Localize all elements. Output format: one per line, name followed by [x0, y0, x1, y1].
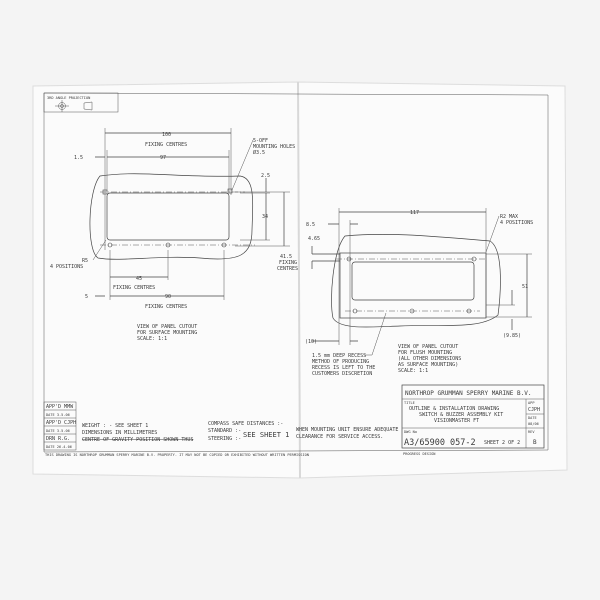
- drawing-label: WEIGHT : - SEE SHEET 1: [82, 423, 148, 429]
- drawing-label: TITLE: [404, 401, 415, 405]
- drawing-label: AS SURFACE MOUNTING): [398, 362, 458, 368]
- drawing-label: OUTLINE & INSTALLATION DRAWING: [409, 406, 499, 412]
- drawing-label: FIXING CENTRES: [145, 142, 187, 148]
- drawing-label: SCALE: 1:1: [398, 368, 428, 374]
- drawing-label: APP'D CJPH: [46, 420, 76, 426]
- drawing-label: SWITCH & BUZZER ASSEMBLY KIT: [419, 412, 503, 418]
- drawing-label: STANDARD :-: [208, 428, 241, 434]
- drawing-label: A3/65900 057-2: [404, 438, 476, 448]
- drawing-label: METHOD OF PRODUCING: [312, 359, 369, 365]
- drawing-label: 100: [162, 132, 171, 138]
- general-notes: WEIGHT : - SEE SHEET 1 DIMENSIONS IN MIL…: [45, 421, 398, 457]
- drawing-label: DATE 3.5.06: [46, 429, 70, 433]
- drawing-label: 2.5: [261, 173, 270, 179]
- projection-symbol: 3RD ANGLE PROJECTION: [43, 92, 119, 113]
- drawing-label: B: [533, 439, 537, 446]
- drawing-label: 4.65: [308, 236, 320, 242]
- drawing-label: 4 POSITIONS: [50, 264, 83, 270]
- drawing-label: THIS DRAWING IS NORTHROP GRUMMAN SPERRY …: [45, 453, 309, 457]
- drawing-label: CENTRES: [277, 266, 298, 272]
- drawing-label: CENTRE OF GRAVITY POSITION SHOWN THUS: [82, 437, 193, 443]
- drawing-label: 34: [262, 214, 268, 220]
- drawing-label: WHEN MOUNTING UNIT ENSURE ADEQUATE: [296, 427, 398, 433]
- drawing-label: APP'D MMW: [46, 404, 74, 410]
- drawing-label: COMPASS SAFE DISTANCES :-: [208, 421, 283, 427]
- drawing-label: REV: [528, 430, 535, 434]
- drawing-label: SEE SHEET 1: [243, 431, 289, 439]
- drawing-label: 5: [85, 294, 88, 300]
- drawing-label: DATE 3.5.06: [46, 413, 70, 417]
- drawing-label: R5: [82, 258, 88, 264]
- drawing-label: CLEARANCE FOR SERVICE ACCESS.: [296, 434, 383, 440]
- drawing-label: NORTHROP GRUMMAN SPERRY MARINE B.V.: [405, 390, 531, 397]
- mounting-hole: [346, 256, 477, 314]
- drawing-label: DWG No: [404, 430, 417, 434]
- drawing-label: DIMENSIONS IN MILLIMETRES: [82, 430, 157, 436]
- drawing-label: R2 MAX: [500, 214, 518, 220]
- drawing-label: FOR FLUSH MOUNTING: [398, 350, 452, 356]
- drawing-label: (10): [305, 339, 317, 345]
- drawing-label: 8.5: [306, 222, 315, 228]
- surface-mounting-view: 100 FIXING CENTRES 97 1.5 5-OFF MOUNTING…: [50, 128, 298, 342]
- drawing-label: VIEW OF PANEL CUTOUT: [398, 344, 458, 350]
- drawing-label: VISIONMASTER FT: [434, 418, 479, 424]
- drawing-label: 08/06: [528, 422, 539, 426]
- drawing-label: DATE 26.4.06: [46, 445, 72, 449]
- drawing-label: SHEET 2 OF 2: [484, 440, 520, 446]
- drawing-label: 97: [160, 155, 166, 161]
- drawing-label: FIXING: [279, 260, 297, 266]
- drawing-label: DATE: [528, 416, 537, 420]
- drawing-label: FIXING CENTRES: [145, 304, 187, 310]
- cutout-rect: [106, 192, 230, 241]
- drawing-label: FIXING CENTRES: [113, 285, 155, 291]
- drawing-label: 41.5: [280, 254, 292, 260]
- drawing-label: 3RD ANGLE PROJECTION: [47, 96, 90, 100]
- drawing-border: [43, 92, 549, 453]
- drawing-label: VIEW OF PANEL CUTOUT: [137, 324, 197, 330]
- drawing-label: 90: [165, 294, 171, 300]
- drawing-label: STEERING :-: [208, 436, 241, 442]
- unit-outline: [331, 234, 501, 328]
- drawing-label: RECESS IS LEFT TO THE: [312, 365, 375, 371]
- drawing-label: 4 POSITIONS: [500, 220, 533, 226]
- drawing-label: 45: [136, 276, 142, 282]
- cutout-rect: [351, 261, 475, 301]
- flush-mounting-view: 117 8.5 4.65 R2 MAX 4 POSITIONS 51 (9.85…: [305, 208, 533, 377]
- drawing-label: (9.85): [503, 333, 521, 339]
- page-fold: [297, 81, 301, 479]
- drawing-label: 117: [410, 210, 419, 216]
- drawing-label: CJPH: [528, 407, 540, 413]
- drawing-label: 1.5 mm DEEP RECESS: [312, 353, 366, 359]
- drawing-label: DRN R.G.: [46, 436, 70, 442]
- drawing-label: PROGRESS DESIGN: [403, 452, 435, 456]
- approval-block: APP'D MMW DATE 3.5.06 APP'D CJPH DATE 3.…: [43, 401, 77, 451]
- drawing-label: SCALE: 1:1: [137, 336, 167, 342]
- drawing-label: Ø3.5: [253, 149, 265, 156]
- drawing-label: FOR SURFACE MOUNTING: [137, 330, 197, 336]
- drawing-label: 5-OFF: [253, 138, 268, 144]
- drawing-label: 51: [522, 284, 528, 290]
- drawing-label: CUSTOMERS DISCRETION: [312, 371, 372, 377]
- title-block: NORTHROP GRUMMAN SPERRY MARINE B.V. TITL…: [401, 384, 545, 456]
- drawing-label: APP: [528, 401, 535, 405]
- drawing-label: (ALL OTHER DIMENSIONS: [398, 356, 461, 362]
- drawing-label: 1.5: [74, 155, 83, 161]
- drawing-label: MOUNTING HOLES: [253, 144, 295, 150]
- unit-outline: [89, 173, 254, 260]
